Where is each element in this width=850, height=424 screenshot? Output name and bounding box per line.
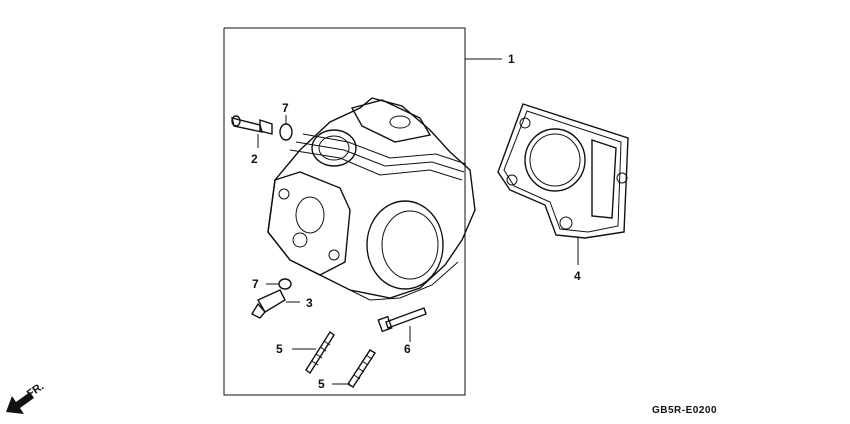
o-ring-part-7b <box>278 278 292 290</box>
callout-4: 4 <box>574 269 581 283</box>
assembly-bracket <box>223 27 502 396</box>
callout-3: 3 <box>306 296 313 310</box>
stud-part-5b <box>332 349 376 388</box>
o-ring-part-7a <box>279 123 293 141</box>
callout-7b: 7 <box>252 277 259 291</box>
front-arrow-icon <box>6 392 34 414</box>
stud-part-5a <box>292 330 335 375</box>
bolt-part-6 <box>377 307 427 342</box>
head-gasket-part <box>497 103 629 265</box>
cylinder-head-part <box>267 97 476 301</box>
plug-part-3 <box>251 289 300 319</box>
bolt-part-2 <box>231 115 273 148</box>
callout-2: 2 <box>251 152 258 166</box>
diagram-code: GB5R-E0200 <box>652 405 717 416</box>
callout-5a: 5 <box>276 342 283 356</box>
callout-1: 1 <box>508 52 515 66</box>
callout-5b: 5 <box>318 377 325 391</box>
callout-6: 6 <box>404 342 411 356</box>
callout-7a: 7 <box>282 101 289 115</box>
